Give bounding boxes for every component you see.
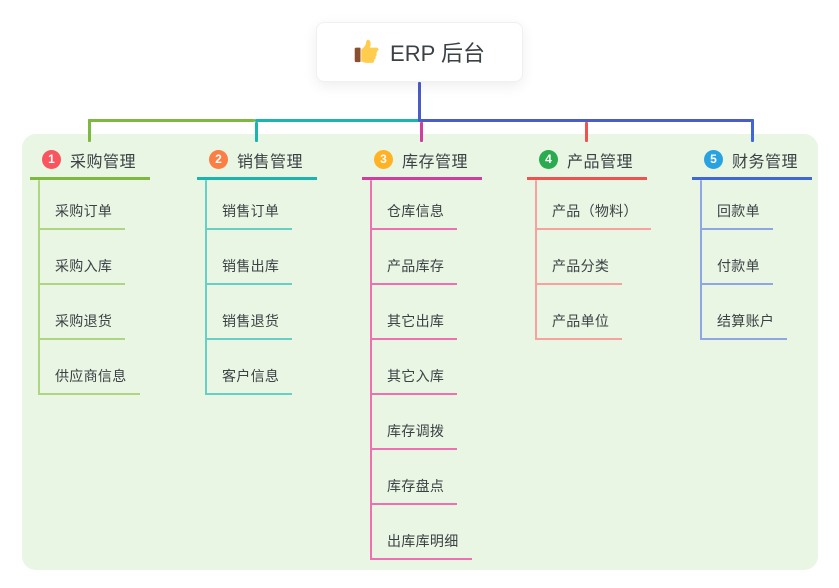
child-node[interactable]: 采购订单 xyxy=(38,196,126,230)
branch-node-3[interactable]: 3 库存管理 xyxy=(362,147,483,180)
child-label: 其它入库 xyxy=(387,368,445,384)
root-title: ERP 后台 xyxy=(390,41,485,66)
child-node[interactable]: 产品库存 xyxy=(370,251,458,285)
branch-drop-line xyxy=(584,122,588,142)
branch-label: 财务管理 xyxy=(732,153,799,171)
branch-trunk-line xyxy=(205,180,207,395)
bus-segment-line xyxy=(254,119,420,122)
root-node[interactable]: ERP 后台 xyxy=(316,22,523,82)
child-node[interactable]: 产品单位 xyxy=(535,306,623,340)
child-label: 付款单 xyxy=(717,258,760,274)
child-node[interactable]: 销售出库 xyxy=(205,251,293,285)
branch-label: 销售管理 xyxy=(237,153,304,171)
child-node[interactable]: 其它出库 xyxy=(370,306,458,340)
child-node[interactable]: 库存盘点 xyxy=(370,471,458,505)
child-label: 采购订单 xyxy=(55,203,113,219)
branch-label: 采购管理 xyxy=(70,153,137,171)
branch-drop-line xyxy=(254,122,258,142)
branch-node-5[interactable]: 5 财务管理 xyxy=(692,147,813,180)
branch-trunk-line xyxy=(535,180,537,340)
child-node[interactable]: 销售退货 xyxy=(205,306,293,340)
child-label: 产品库存 xyxy=(387,258,445,274)
child-label: 出库库明细 xyxy=(387,533,459,549)
child-label: 客户信息 xyxy=(222,368,280,384)
child-label: 采购退货 xyxy=(55,313,113,329)
child-node[interactable]: 供应商信息 xyxy=(38,361,140,395)
child-label: 回款单 xyxy=(717,203,760,219)
branch-node-1[interactable]: 1 采购管理 xyxy=(30,147,151,180)
branch-badge: 2 xyxy=(209,150,228,169)
child-node[interactable]: 回款单 xyxy=(700,196,773,230)
child-label: 供应商信息 xyxy=(55,368,127,384)
child-label: 仓库信息 xyxy=(387,203,445,219)
branches-panel xyxy=(22,134,818,570)
branch-node-2[interactable]: 2 销售管理 xyxy=(197,147,318,180)
branch-trunk-line xyxy=(700,180,702,340)
child-node[interactable]: 结算账户 xyxy=(700,306,788,340)
branch-drop-line xyxy=(419,122,423,142)
child-node[interactable]: 采购退货 xyxy=(38,306,126,340)
branch-badge: 5 xyxy=(704,150,723,169)
child-label: 产品（物料） xyxy=(552,203,638,219)
child-node[interactable]: 出库库明细 xyxy=(370,526,472,560)
branch-badge: 4 xyxy=(539,150,558,169)
branch-trunk-line xyxy=(370,180,372,560)
child-node[interactable]: 采购入库 xyxy=(38,251,126,285)
child-label: 结算账户 xyxy=(717,313,775,329)
child-node[interactable]: 客户信息 xyxy=(205,361,293,395)
child-node[interactable]: 产品分类 xyxy=(535,251,623,285)
bus-segment-line xyxy=(419,119,754,122)
child-label: 销售退货 xyxy=(222,313,280,329)
child-label: 采购入库 xyxy=(55,258,113,274)
branch-node-4[interactable]: 4 产品管理 xyxy=(527,147,648,180)
branch-badge: 1 xyxy=(42,150,61,169)
child-label: 产品分类 xyxy=(552,258,610,274)
child-label: 其它出库 xyxy=(387,313,445,329)
branch-drop-line xyxy=(750,119,754,142)
child-label: 销售订单 xyxy=(222,203,280,219)
branch-trunk-line xyxy=(38,180,40,395)
child-label: 库存调拨 xyxy=(387,423,445,439)
root-drop-line xyxy=(418,82,421,122)
child-label: 产品单位 xyxy=(552,313,610,329)
bus-segment-line xyxy=(87,119,255,122)
child-node[interactable]: 仓库信息 xyxy=(370,196,458,230)
child-node[interactable]: 销售订单 xyxy=(205,196,293,230)
child-node[interactable]: 产品（物料） xyxy=(535,196,651,230)
child-node[interactable]: 付款单 xyxy=(700,251,773,285)
branch-label: 产品管理 xyxy=(567,153,634,171)
child-node[interactable]: 库存调拨 xyxy=(370,416,458,450)
branch-badge: 3 xyxy=(374,150,393,169)
child-label: 销售出库 xyxy=(222,258,280,274)
branch-label: 库存管理 xyxy=(402,153,469,171)
thumbs-up-icon xyxy=(354,39,380,65)
child-node[interactable]: 其它入库 xyxy=(370,361,458,395)
branch-drop-line xyxy=(87,119,91,142)
child-label: 库存盘点 xyxy=(387,478,445,494)
